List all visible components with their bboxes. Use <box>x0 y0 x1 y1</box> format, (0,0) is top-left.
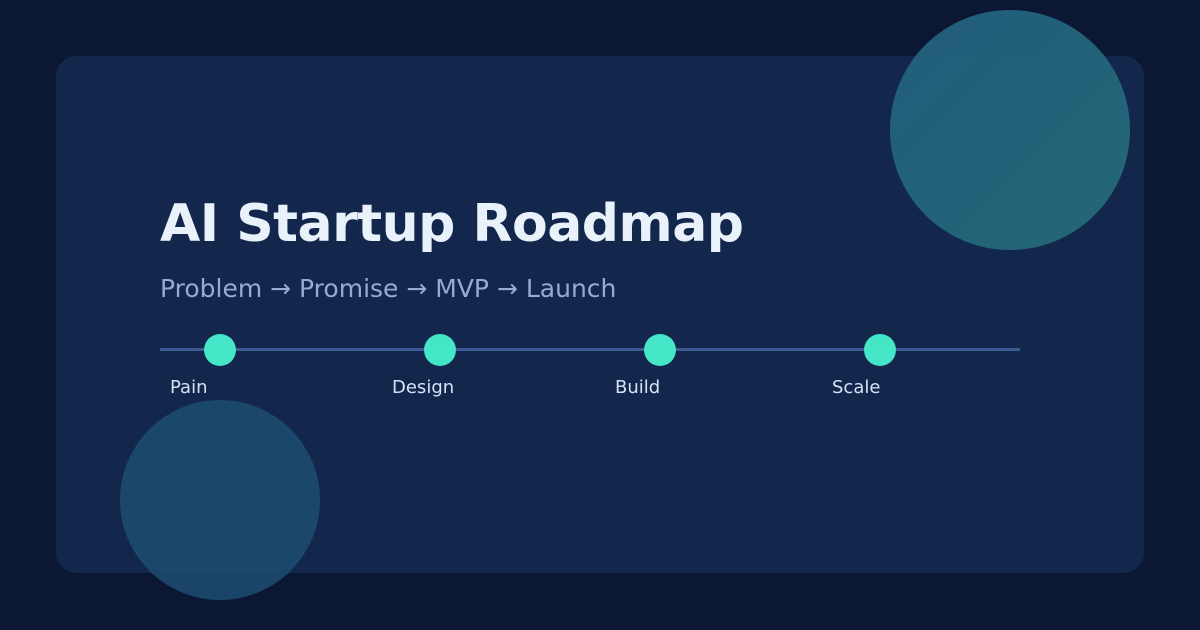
milestone-label-pain: Pain <box>170 377 208 398</box>
milestone-label-scale: Scale <box>832 377 881 398</box>
timeline-line <box>160 348 1020 351</box>
milestone-dot-pain <box>204 334 236 366</box>
decorative-circle-bottom <box>120 400 320 600</box>
decorative-circle-top <box>890 10 1130 250</box>
milestone-dot-build <box>644 334 676 366</box>
page-title: AI Startup Roadmap <box>160 194 744 254</box>
milestone-dot-design <box>424 334 456 366</box>
milestone-label-build: Build <box>615 377 661 398</box>
milestone-label-design: Design <box>392 377 455 398</box>
milestone-dot-scale <box>864 334 896 366</box>
page-subtitle: Problem → Promise → MVP → Launch <box>160 274 617 303</box>
